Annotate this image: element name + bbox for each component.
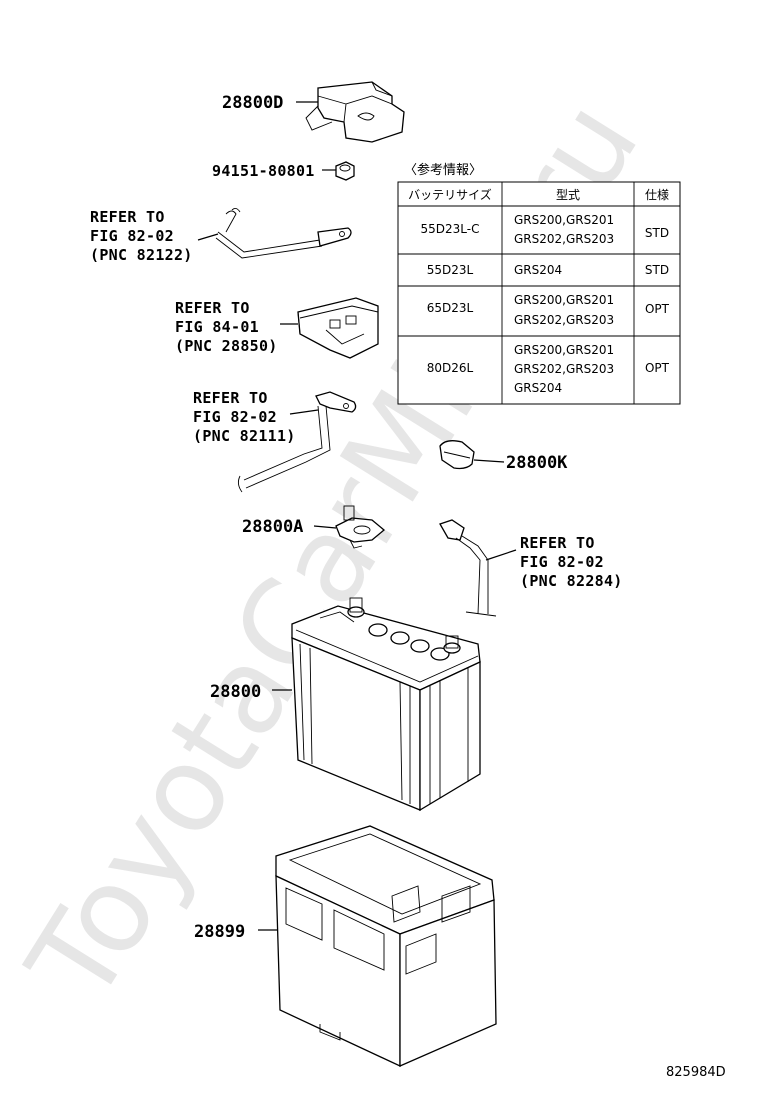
terminal-cover-part [305,81,405,143]
callout-28800D: 28800D [222,93,283,113]
cell-model: GRS202,GRS203 [514,362,614,376]
cell-spec: STD [645,226,669,240]
refer-line2: FIG 84-01 [175,318,259,336]
figure-code: 825984D [666,1065,726,1080]
cell-model: GRS204 [514,263,562,277]
table-caption: 〈参考情報〉 [404,162,482,178]
terminal-cap-part [439,440,475,470]
refer-line3: (PNC 28850) [175,337,278,355]
cell-spec: OPT [645,302,670,316]
refer-line1: REFER TO [193,389,268,407]
refer-line2: FIG 82-02 [520,553,604,571]
refer-line1: REFER TO [90,208,165,226]
cell-size: 80D26L [427,361,474,375]
nut-part [335,161,355,181]
callout-28800: 28800 [210,682,261,702]
cell-spec: STD [645,263,669,277]
positive-cable-part [237,391,357,493]
cell-model: GRS202,GRS203 [514,232,614,246]
cell-size: 55D23L-C [421,222,480,236]
refer-line1: REFER TO [520,534,595,552]
negative-cable-part [215,207,352,259]
header-battery-size: バッテリサイズ [408,187,492,202]
ground-cable-part [439,519,497,617]
cell-size: 65D23L [427,301,474,315]
header-model: 型式 [556,188,580,202]
callout-28800K: 28800K [506,453,568,473]
reference-info-table: 〈参考情報〉 バッテリサイズ 型式 仕様 55D23L-C GRS200,GRS… [397,162,681,405]
cell-model: GRS200,GRS201 [514,343,614,357]
cell-model: GRS200,GRS201 [514,293,614,307]
callout-28899: 28899 [194,922,245,942]
header-spec: 仕様 [645,188,669,202]
refer-line2: FIG 82-02 [193,408,277,426]
callout-28800A: 28800A [242,517,303,537]
refer-line1: REFER TO [175,299,250,317]
refer-line3: (PNC 82111) [193,427,296,445]
cell-spec: OPT [645,361,670,375]
cell-model: GRS204 [514,381,562,395]
cell-size: 55D23L [427,263,474,277]
callout-94151-80801: 94151-80801 [212,162,315,180]
battery-part [291,597,481,812]
terminal-clamp-part [335,505,386,549]
refer-line3: (PNC 82122) [90,246,193,264]
cell-model: GRS200,GRS201 [514,213,614,227]
refer-line3: (PNC 82284) [520,572,623,590]
battery-box-part [275,825,497,1068]
fusible-link-part [297,297,379,359]
refer-line2: FIG 82-02 [90,227,174,245]
cell-model: GRS202,GRS203 [514,313,614,327]
